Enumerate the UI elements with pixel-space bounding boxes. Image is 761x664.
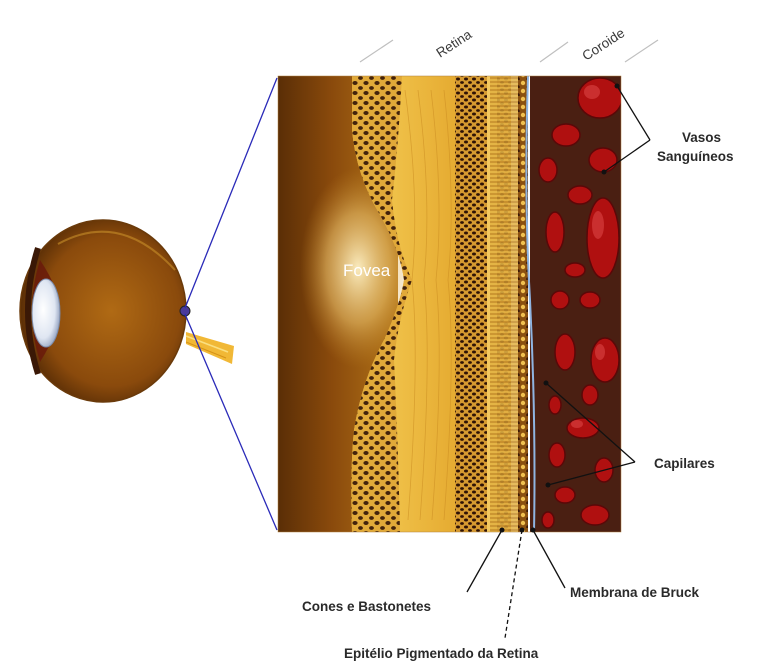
eyeball-illustration	[20, 220, 234, 402]
fovea-label: Fovea	[343, 261, 391, 280]
retina-cross-section	[278, 76, 622, 532]
retina-header: Retina	[433, 26, 474, 60]
membrana-bruck-label: Membrana de Bruck	[570, 585, 700, 600]
vasos-label-line2: Sanguíneos	[657, 149, 734, 164]
zoom-lines	[185, 78, 277, 530]
cones-bastonetes-label: Cones e Bastonetes	[302, 599, 431, 614]
vasos-label-line1: Vasos	[682, 130, 721, 145]
capilares-label: Capilares	[654, 456, 715, 471]
coroide-header: Coroide	[579, 25, 627, 63]
epitelio-pigmentado-label: Epitélio Pigmentado da Retina	[344, 646, 539, 661]
